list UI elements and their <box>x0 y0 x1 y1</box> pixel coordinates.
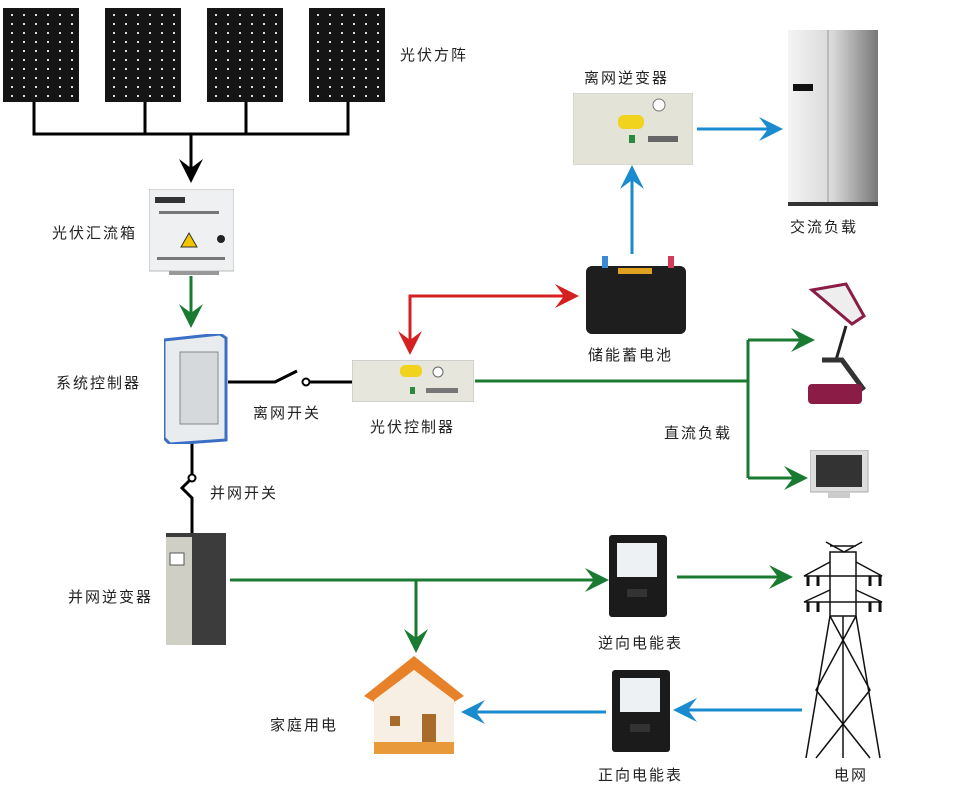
house-icon <box>360 654 466 762</box>
offgrid-switch-line <box>228 369 352 384</box>
forward-meter-label: 正向电能表 <box>598 766 684 784</box>
dc-load-label: 直流负载 <box>664 424 733 442</box>
offgrid-switch-label: 离网开关 <box>253 404 322 422</box>
rack-unit-icon <box>351 359 475 406</box>
grid-switch-contact <box>187 473 197 483</box>
pv-array-label: 光伏方阵 <box>400 46 469 64</box>
grid-inverter-label: 并网逆变器 <box>68 588 154 606</box>
rack-unit-icon <box>572 92 694 169</box>
solar-panel-icon <box>309 8 385 106</box>
pv-array-bus <box>32 102 350 183</box>
dc-load-lines <box>475 328 815 490</box>
solar-panel-icon <box>105 8 181 106</box>
grid-switch-line <box>179 440 194 533</box>
desk-lamp-icon <box>806 280 870 416</box>
electric-meter-icon <box>612 670 674 760</box>
offgrid-inverter-label: 离网逆变器 <box>584 69 670 87</box>
transmission-tower-icon <box>800 540 886 766</box>
cabinet-icon <box>166 533 226 651</box>
grid-inverter-output-lines <box>230 565 793 653</box>
combiner-box-label: 光伏汇流箱 <box>52 224 138 242</box>
grid-label: 电网 <box>834 766 869 784</box>
controller-battery-line <box>408 284 579 352</box>
combiner-box-icon <box>148 188 235 279</box>
refrigerator-icon <box>788 30 878 210</box>
pv-controller-label: 光伏控制器 <box>370 418 456 436</box>
tv-icon <box>809 449 870 504</box>
reverse-meter-label: 逆向电能表 <box>598 634 684 652</box>
battery-label: 储能蓄电池 <box>588 346 674 364</box>
grid-switch-label: 并网开关 <box>210 484 279 502</box>
ac-load-label: 交流负载 <box>790 218 859 236</box>
cabinet-icon <box>162 332 228 448</box>
household-label: 家庭用电 <box>270 716 339 734</box>
grid-to-house-lines <box>461 698 802 724</box>
battery-icon <box>584 254 688 340</box>
solar-panel-icon <box>3 8 79 106</box>
electric-meter-icon <box>609 535 671 625</box>
offgrid-switch-contact <box>301 377 311 387</box>
solar-panel-icon <box>207 8 283 106</box>
system-controller-label: 系统控制器 <box>56 374 142 392</box>
